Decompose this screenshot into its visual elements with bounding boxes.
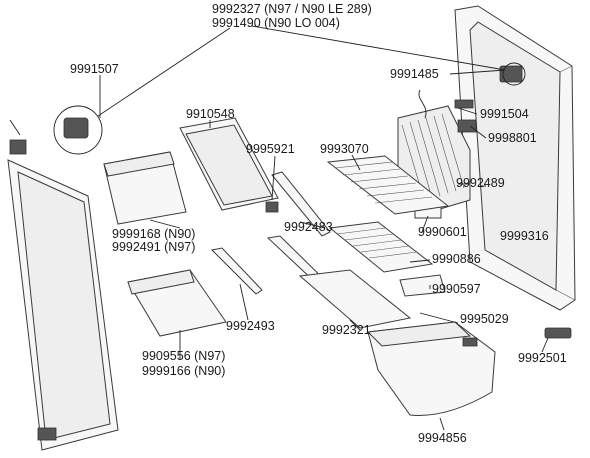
label-9992493: 9992493 [226, 319, 275, 333]
label-9992501: 9992501 [518, 351, 567, 365]
label-9991504: 9991504 [480, 107, 529, 121]
label-9990597: 9990597 [432, 282, 481, 296]
label-9990886: 9990886 [432, 252, 481, 266]
label-9992327: 9992327 (N97 / N90 LE 289) [212, 2, 372, 16]
upper-wire-shelf [326, 155, 450, 215]
drip-tray [298, 269, 412, 329]
label-9999316: 9999316 [500, 229, 549, 243]
label-9992489: 9992489 [456, 176, 505, 190]
label-9998801: 9998801 [488, 131, 537, 145]
label-9999166: 9999166 (N90) [142, 364, 225, 378]
leader-lines [99, 25, 549, 431]
part-labels: 9992327 (N97 / N90 LE 289) 9991490 (N90 … [70, 2, 567, 445]
label-9991485: 9991485 [390, 67, 439, 81]
left-door [7, 119, 119, 451]
label-9992483: 9992483 [284, 220, 333, 234]
label-9909556: 9909556 (N97) [142, 349, 225, 363]
label-9992491: 9992491 (N97) [112, 240, 195, 254]
hinge-detail [53, 27, 231, 155]
label-9910548: 9910548 [186, 107, 235, 121]
vegetable-drawer [366, 321, 496, 416]
label-9991507: 9991507 [70, 62, 119, 76]
cabinet-body [454, 5, 576, 311]
label-9995921: 9995921 [246, 142, 295, 156]
label-9990601: 9990601 [418, 225, 467, 239]
door-bin-lower [127, 269, 227, 337]
label-9995029: 9995029 [460, 312, 509, 326]
label-9992321: 9992321 [322, 323, 371, 337]
label-9999168: 9999168 (N90) [112, 227, 195, 241]
hinge-bracket [544, 327, 572, 339]
evaporator-door [179, 117, 279, 213]
label-9991490: 9991490 (N90 LO 004) [212, 16, 340, 30]
label-9994856: 9994856 [418, 431, 467, 445]
lower-wire-shelf [328, 221, 434, 273]
door-bin-upper [103, 151, 187, 225]
label-9993070: 9993070 [320, 142, 369, 156]
